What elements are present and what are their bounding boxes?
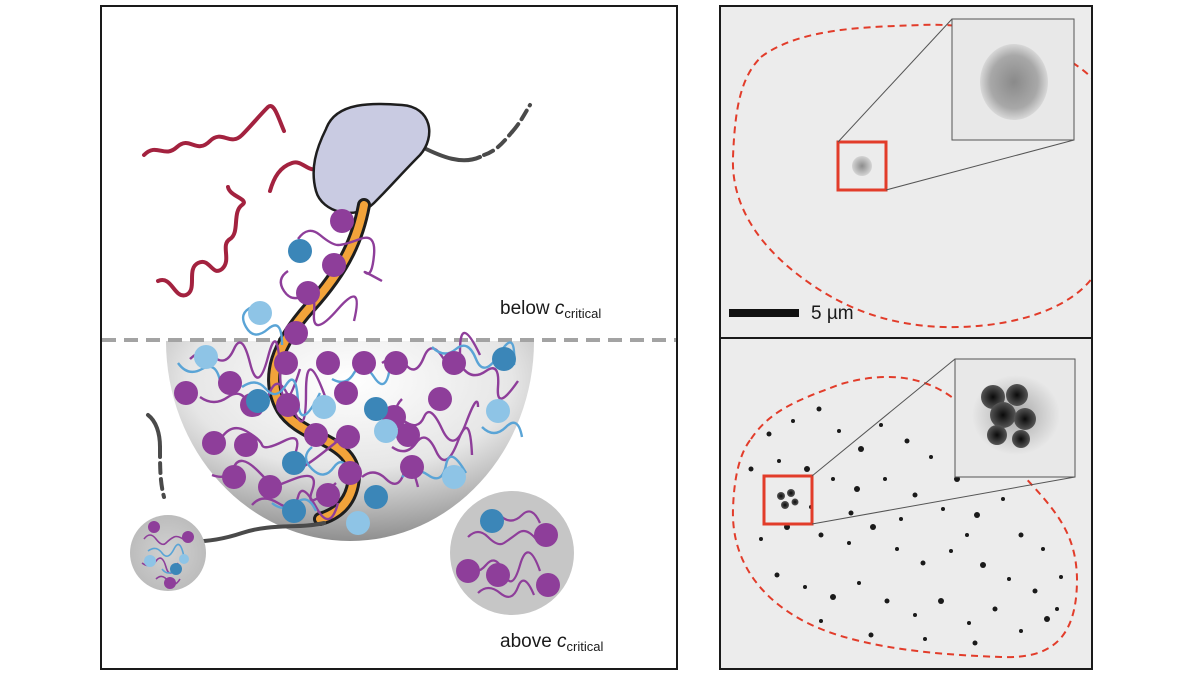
label-above-critical: above ccritical: [500, 631, 604, 654]
cell-outline: [731, 375, 1079, 659]
zoom-connector-bottom: [885, 139, 1075, 191]
zoom-box: [836, 140, 888, 192]
faint-condensate: [852, 156, 872, 176]
zoom-inset-condensate: [980, 44, 1048, 120]
scale-bar-label: 5 µm: [811, 303, 854, 324]
zoom-connector-top: [837, 18, 953, 143]
medium-condensate: [450, 491, 574, 615]
zoom-connector-bottom: [811, 476, 1076, 525]
zoom-box-condensate: [777, 489, 799, 509]
dna-strand-top: [420, 103, 532, 163]
dark-blue-molecules: [246, 239, 516, 523]
light-blue-molecules: [194, 301, 510, 535]
label-below-critical: below ccritical: [500, 298, 602, 321]
micrograph-above-critical: [719, 337, 1093, 670]
zoom-inset-condensate: [972, 375, 1060, 455]
zoom-connector-top: [811, 358, 956, 477]
schematic-illustration: [102, 102, 676, 615]
scale-bar: [729, 309, 799, 317]
protein-body: [312, 102, 431, 215]
micrograph-image-bottom: [731, 358, 1079, 659]
small-condensate: [130, 515, 206, 591]
zoom-box: [762, 474, 814, 526]
schematic-panel: below ccritical above ccritical: [100, 5, 678, 670]
free-polymer-chains: [142, 104, 320, 298]
micrograph-image-top: [729, 18, 1091, 329]
micrograph-below-critical: 5 µm: [719, 5, 1093, 339]
